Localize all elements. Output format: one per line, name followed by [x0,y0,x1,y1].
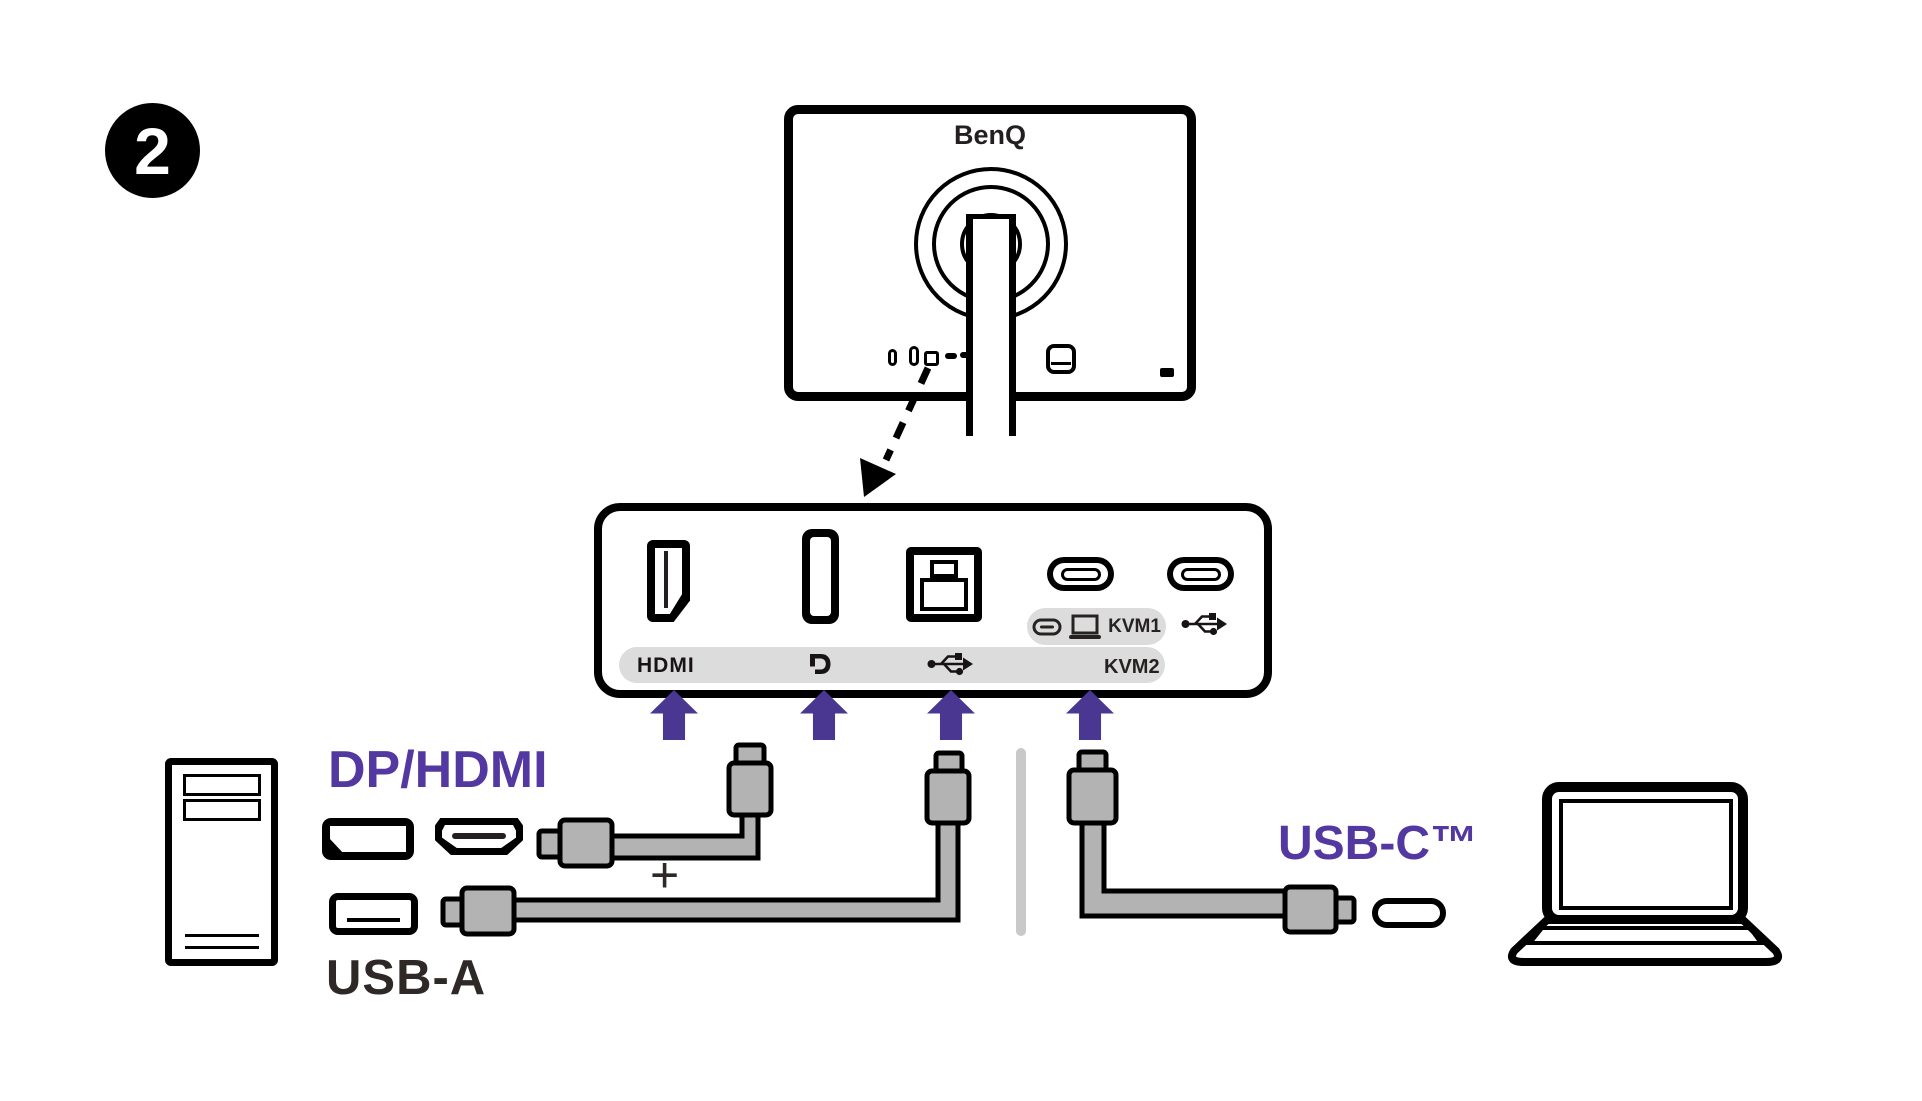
latch-lip [1051,362,1071,365]
dp-hdmi-label: DP/HDMI [328,741,548,799]
brand-logo: BenQ [953,120,1026,150]
video-cable-plug [726,760,774,818]
kvm1-label: KVM1 [1108,615,1161,637]
laptop-icon [1069,614,1102,639]
desktop-pc [165,758,278,966]
usb-cable-plug [924,768,972,826]
displayport-inner [810,537,831,616]
kvm2-label: KVM2 [1104,656,1160,678]
usb-c-plug-icon [1032,618,1062,635]
rear-port-icon [945,353,957,359]
usb-c-cable-plug [1282,884,1339,935]
usb-a-connector-icon [329,893,418,935]
video-cable-plug [557,817,615,869]
tower-vent-line [185,946,259,949]
rear-port-icon [888,349,897,366]
displayport-logo-icon [808,654,831,676]
usb-c-port-icon [1167,557,1234,591]
usb-c-cable [1079,818,1288,919]
step-number: 2 [134,113,171,188]
usb-a-label: USB-A [326,951,487,1005]
hdmi-port-icon [647,540,690,622]
usb-cable-plug [459,885,517,937]
drive-bay [183,799,261,821]
rear-port-icon [909,346,919,366]
usb-c-slot [1060,567,1101,581]
plus-sign: + [650,847,680,903]
usb-c-cable-plug-tip [1333,895,1357,925]
usb-b-port-icon [906,547,982,622]
drive-bay [183,774,261,796]
displayport-port-icon [802,529,839,624]
usb-c-label: USB-C™ [1278,817,1478,870]
usb-icon [1181,613,1227,636]
stand-release-latch-icon [1046,344,1076,374]
video-cable [609,810,761,861]
rear-port-icon [924,351,939,366]
hdmi-label: HDMI [637,654,695,677]
monitor-stand-pole [966,214,1016,436]
hdmi-connector-icon [435,818,523,855]
usb-a-slot [347,918,400,922]
rear-port-icon [960,352,972,358]
step-badge: 2 [105,103,200,198]
kensington-lock-slot-icon [1160,368,1174,377]
kvm1-tag: KVM1 [1027,608,1166,645]
usb-c-receptacle-icon [1372,898,1446,928]
hdmi-connector-slot [452,833,506,839]
hdmi-port-slot [664,551,668,608]
zoom-callout-arrow-icon [860,366,932,497]
usb-b-neck [930,560,958,578]
usb-c-port-icon [1047,557,1114,591]
tower-vent-line [185,934,259,937]
usb-c-slot [1180,567,1221,581]
displayport-connector-icon [322,818,414,860]
port-label-band [619,647,1165,683]
section-divider [1016,748,1026,936]
usb-c-cable-plug [1066,767,1119,826]
usb-b-body [920,578,968,611]
usb-icon [927,653,973,676]
laptop [1508,782,1782,966]
